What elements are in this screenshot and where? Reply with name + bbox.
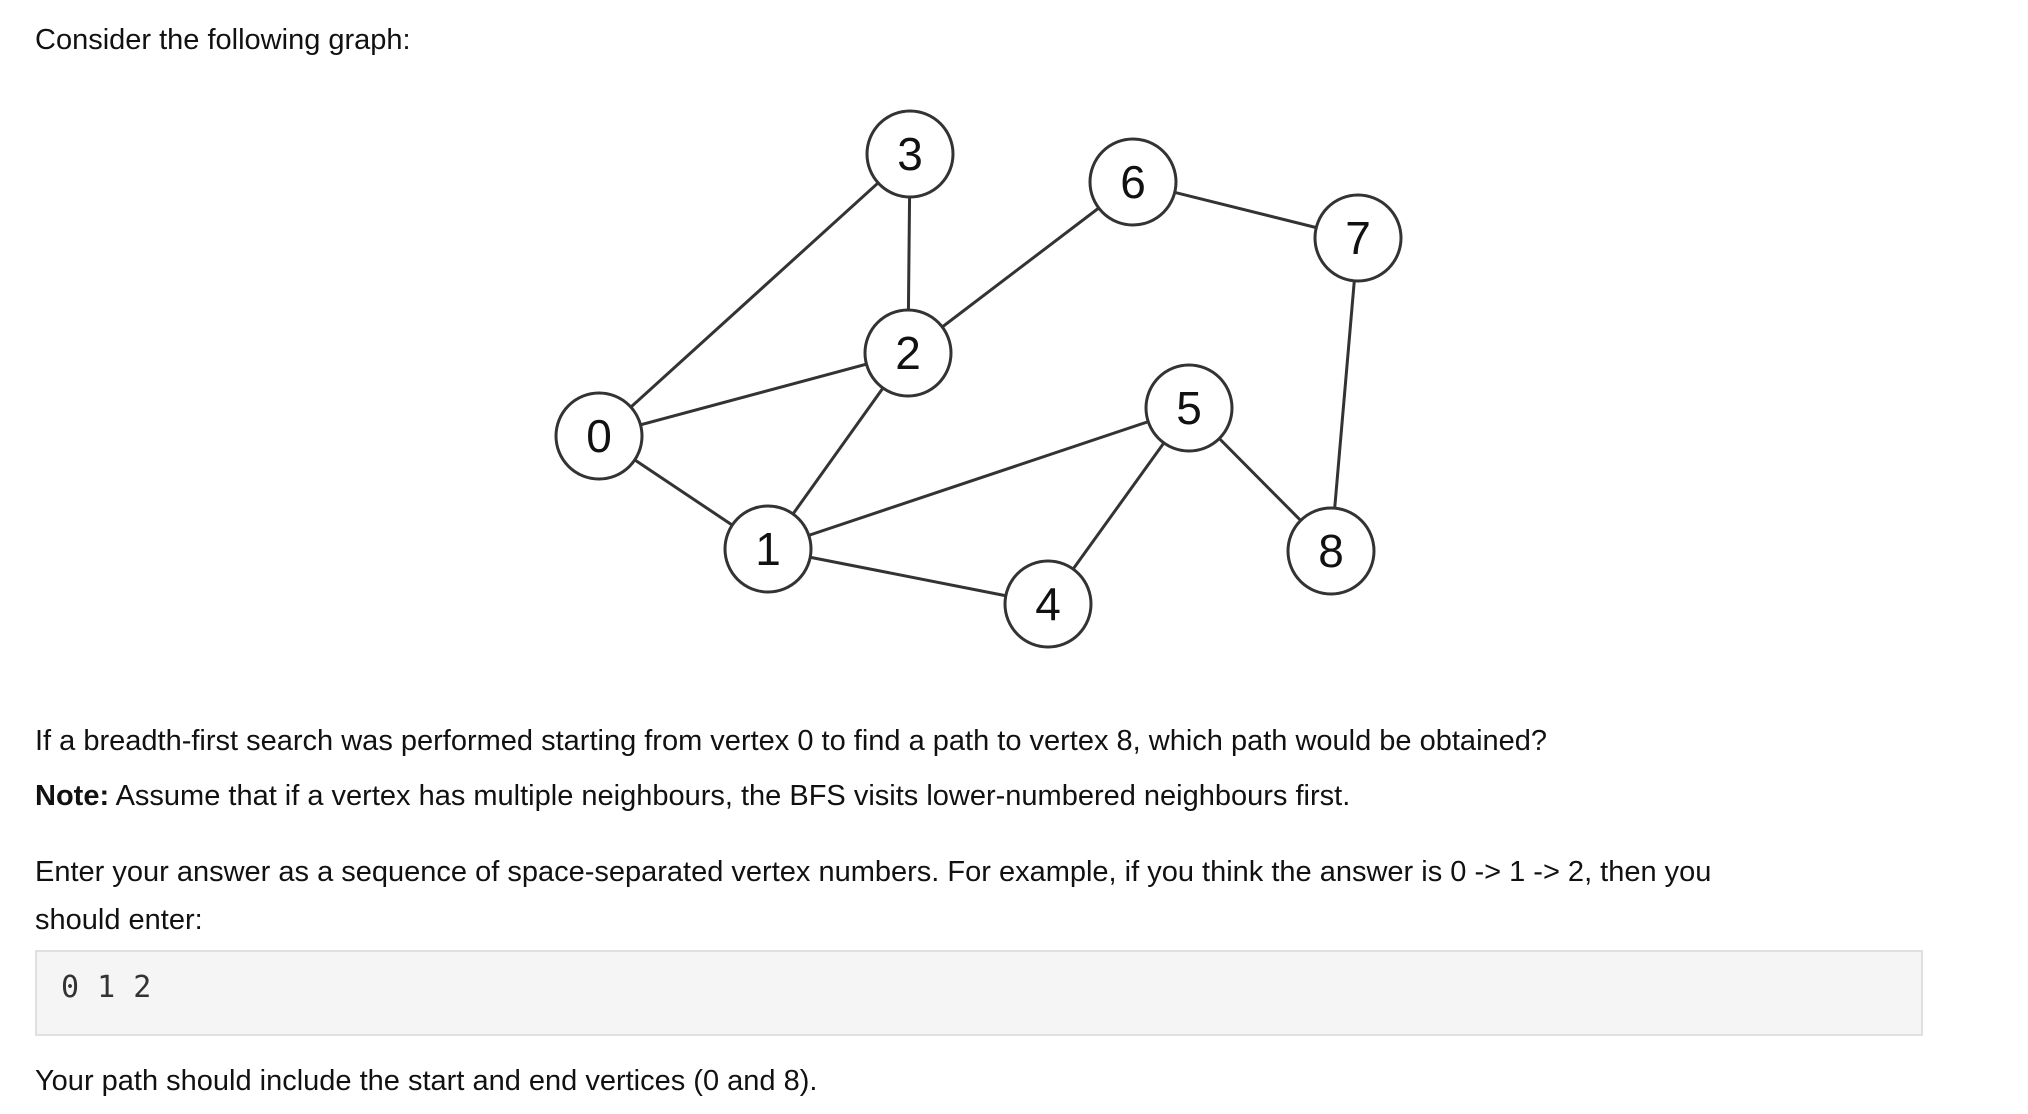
graph-edge-2-6 [907,180,1134,355]
graph-node-5 [1144,363,1234,453]
footer-text: Your path should include the start and e… [35,1065,818,1097]
example-answer-code-block: 0 1 2 [35,950,1923,1036]
graph-node-label-0: 0 [586,410,612,462]
graph-node-8 [1286,506,1376,596]
graph-node-1 [723,504,813,594]
note-label: Note: [35,780,110,812]
graph-node-label-6: 6 [1120,156,1146,208]
graph-node-7 [1313,193,1403,283]
instructions-line-1: Enter your answer as a sequence of space… [35,856,1712,888]
instructions-line-2: should enter: [35,904,203,936]
note-text: Note: Assume that if a vertex has multip… [35,776,1945,816]
graph-node-label-2: 2 [895,327,921,379]
graph-node-4 [1003,559,1093,649]
graph-node-6 [1088,137,1178,227]
graph-node-0 [554,391,644,481]
question-text: If a breadth-first search was performed … [35,725,1548,757]
graph-node-label-8: 8 [1318,525,1344,577]
graph-node-label-1: 1 [755,523,781,575]
intro-text: Consider the following graph: [35,24,411,56]
graph-node-label-4: 4 [1035,578,1061,630]
graph-canvas: 0 1 2 3 4 5 6 7 8 [554,109,1403,649]
graph-node-3 [865,109,955,199]
graph-edge-1-4 [767,547,1049,606]
graph-edge-1-5 [767,406,1190,551]
graph-edge-7-8 [1329,237,1360,552]
graph-node-label-3: 3 [897,128,923,180]
graph-edge-0-3 [597,152,912,438]
note-body: Assume that if a vertex has multiple nei… [109,780,1351,812]
graph-edge-0-2 [598,351,909,438]
graph-node-label-7: 7 [1345,212,1371,264]
graph-node-label-5: 5 [1176,382,1202,434]
example-answer-value: 0 1 2 [61,970,152,1005]
instructions-text: Enter your answer as a sequence of space… [35,848,1945,944]
graph-node-2 [863,308,953,398]
